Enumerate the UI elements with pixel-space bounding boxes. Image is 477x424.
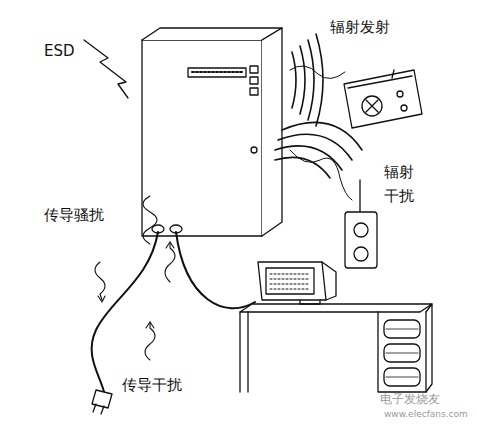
conducted-waves-stroke [98,296,105,302]
radio-receiver-stroke [362,96,382,116]
radio-receiver-stroke [344,70,422,128]
radio-receiver-stroke [401,105,407,111]
radiated-waves-stroke [308,40,314,120]
radio-receiver-stroke [392,70,394,78]
equipment-cabinet-stroke [142,28,282,40]
computer-desk-stroke [240,312,248,392]
esd-lightning [84,40,128,98]
conducted-waves-stroke [165,242,175,282]
radiated-waves-stroke [290,66,345,79]
equipment-cabinet-stroke [142,40,262,236]
equipment-cabinet-stroke [262,28,282,236]
portable-device-stroke [345,212,377,268]
cables-stroke [92,232,158,392]
portable-device-stroke [359,180,360,212]
computer-monitor-stroke [266,268,314,294]
equipment-cabinet-stroke [250,77,258,84]
interference-label: 辐射干扰 [384,160,416,208]
equipment-cabinet-stroke [192,71,242,73]
equipment-cabinet-stroke [251,147,257,153]
portable-device-stroke [354,247,368,261]
equipment-cabinet-stroke [250,88,258,95]
computer-monitor-stroke [300,300,320,304]
watermark: 电子发烧友 [380,392,440,406]
watermark-url: www.elecfans.com [384,409,468,420]
power-plug [92,390,112,414]
computer-monitor-stroke [270,274,310,289]
radiated-waves-stroke [300,46,305,114]
esd-lightning-stroke [84,40,128,98]
conducted-waves-stroke [166,242,174,248]
conducted-waves-stroke [145,322,155,360]
radiated-waves-stroke [292,52,296,108]
cables-stroke [176,232,255,308]
equipment-cabinet-stroke [250,66,258,73]
conducted-waves-stroke [95,262,105,300]
equipment-cabinet-stroke [188,68,246,77]
computer-desk-stroke [426,304,432,392]
equipment-cabinet [142,28,282,236]
radiated-waves-stroke [316,34,323,126]
esd-label: ESD [44,42,75,60]
portable-device-stroke [354,223,368,237]
computer-desk [240,304,432,392]
emission-label: 辐射发射 [330,18,390,36]
conducted-waves [95,196,175,360]
computer-monitor [258,262,336,304]
radio-receiver-stroke [348,76,412,88]
power-plug-stroke [93,404,104,414]
computer-monitor-stroke [322,262,336,300]
portable-device [345,180,377,268]
radiated-waves-stroke [278,134,352,160]
computer-desk-stroke [240,304,432,312]
radiated-waves-stroke [282,122,362,150]
conducted-emission-label: 传导骚扰 [44,206,104,224]
cables [92,232,255,392]
computer-desk-stroke [378,312,426,392]
computer-monitor-stroke [258,262,326,300]
radiated-waves [275,34,362,200]
radio-receiver-stroke [366,100,378,112]
radio-receiver [344,70,422,128]
radio-receiver-stroke [397,91,403,97]
computer-desk-stroke [386,329,418,377]
conducted-interference-label: 传导干扰 [122,376,182,394]
radiated-waves-stroke [275,146,342,170]
conducted-waves-stroke [146,322,154,328]
radiated-waves-stroke [290,150,352,200]
conducted-waves-stroke [143,196,157,244]
